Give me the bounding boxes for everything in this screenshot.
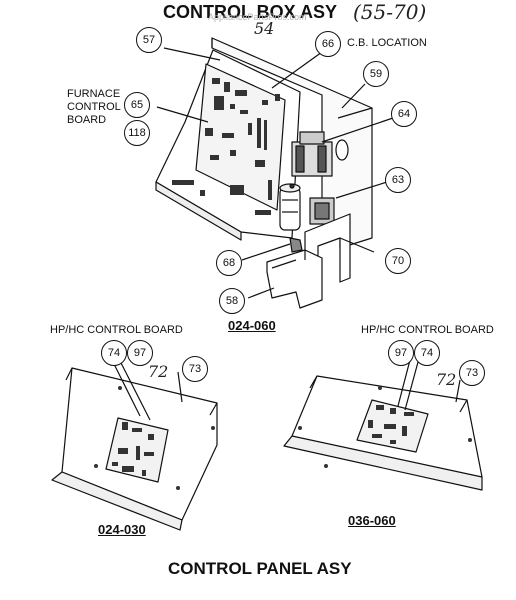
furnace-label-line1: FURNACE [67, 88, 121, 100]
handwritten-72-right: 72 [436, 370, 457, 389]
left-panel-lip [51, 471, 183, 531]
callout-59: 59 [363, 61, 389, 87]
callout-66: 66 [315, 31, 341, 57]
right-panel-lip [283, 435, 483, 491]
cb-location-label: C.B. LOCATION [347, 37, 427, 49]
control-panel-title: CONTROL PANEL ASY [168, 559, 352, 578]
top-leader-lines [156, 47, 394, 299]
callout-73-left: 73 [182, 356, 208, 382]
handwritten-part-number: 54 [254, 19, 275, 38]
callout-63: 63 [385, 167, 411, 193]
model-number-right: 036-060 [348, 513, 396, 528]
control-panel-left [51, 356, 218, 531]
callout-57: 57 [136, 27, 162, 53]
control-box-title: CONTROL BOX ASY [163, 2, 338, 22]
callout-65: 65 [124, 92, 150, 118]
callout-68: 68 [216, 250, 242, 276]
callout-73-right: 73 [459, 360, 485, 386]
callout-58: 58 [219, 288, 245, 314]
model-number-top: 024-060 [228, 318, 276, 333]
callout-64: 64 [391, 101, 417, 127]
control-box-drawing [155, 37, 373, 309]
furnace-label-line3: BOARD [67, 114, 107, 126]
hp-board-label-left: HP/HC CONTROL BOARD [50, 324, 183, 336]
callout-118: 118 [124, 120, 150, 146]
hp-board-label-right: HP/HC CONTROL BOARD [361, 324, 494, 336]
callout-70: 70 [385, 248, 411, 274]
handwritten-part-range: (55-70) [353, 0, 427, 24]
callout-97-left: 97 [127, 340, 153, 366]
furnace-label-line2: CONTROL [67, 101, 121, 113]
callout-74-left: 74 [101, 340, 127, 366]
callout-97-right: 97 [388, 340, 414, 366]
control-panel-right [283, 359, 483, 491]
model-number-left: 024-030 [98, 522, 146, 537]
guard [266, 249, 323, 309]
callout-74-right: 74 [414, 340, 440, 366]
handwritten-72-left: 72 [148, 362, 169, 381]
capacitor [279, 187, 301, 231]
watermark: AppliancePartsPros.com [208, 12, 307, 22]
